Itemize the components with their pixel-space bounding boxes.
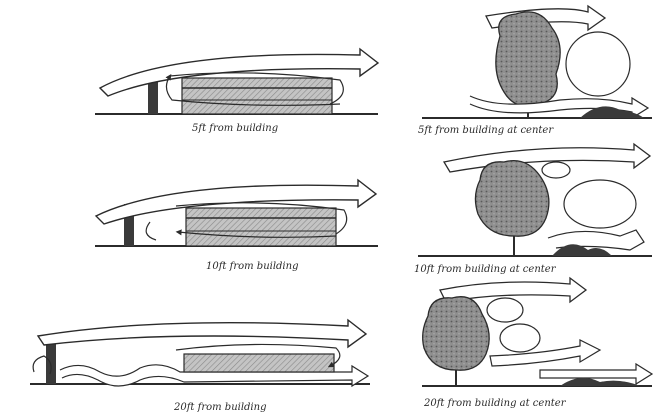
tree-crown — [423, 297, 490, 370]
ground-flow-arrow — [548, 230, 644, 250]
right-panel-5ft-center: 5ft from building at center — [418, 6, 652, 136]
caption-left-5ft: 5ft from building — [192, 123, 278, 134]
building-slab — [184, 354, 334, 372]
deposit-mound — [560, 378, 640, 386]
eddy-loop — [487, 298, 523, 322]
right-panel-10ft-center: 10ft from building at center — [414, 144, 652, 275]
left-panel-10ft: 10ft from building — [95, 180, 378, 272]
building-slab — [182, 78, 332, 114]
main-airflow-arrow — [38, 320, 366, 347]
eddy-loop — [500, 324, 540, 352]
tree-crown — [475, 161, 548, 237]
windbreak-barrier — [46, 342, 56, 384]
building-slab — [186, 208, 336, 246]
eddy-loop — [566, 32, 630, 96]
caption-left-10ft: 10ft from building — [206, 261, 298, 272]
eddy-loop-small — [542, 162, 570, 178]
caption-right-20ft: 20ft from building at center — [423, 398, 567, 409]
eddy-loop — [564, 180, 636, 228]
caption-right-5ft: 5ft from building at center — [418, 125, 554, 136]
caption-right-10ft: 10ft from building at center — [414, 264, 557, 275]
left-panel-20ft: 20ft from building — [30, 320, 370, 413]
right-panel-20ft-center: 20ft from building at center — [422, 278, 652, 409]
caption-left-20ft: 20ft from building — [173, 402, 266, 413]
left-panel-5ft: 5ft from building — [95, 49, 378, 134]
tree-crown — [496, 12, 560, 106]
